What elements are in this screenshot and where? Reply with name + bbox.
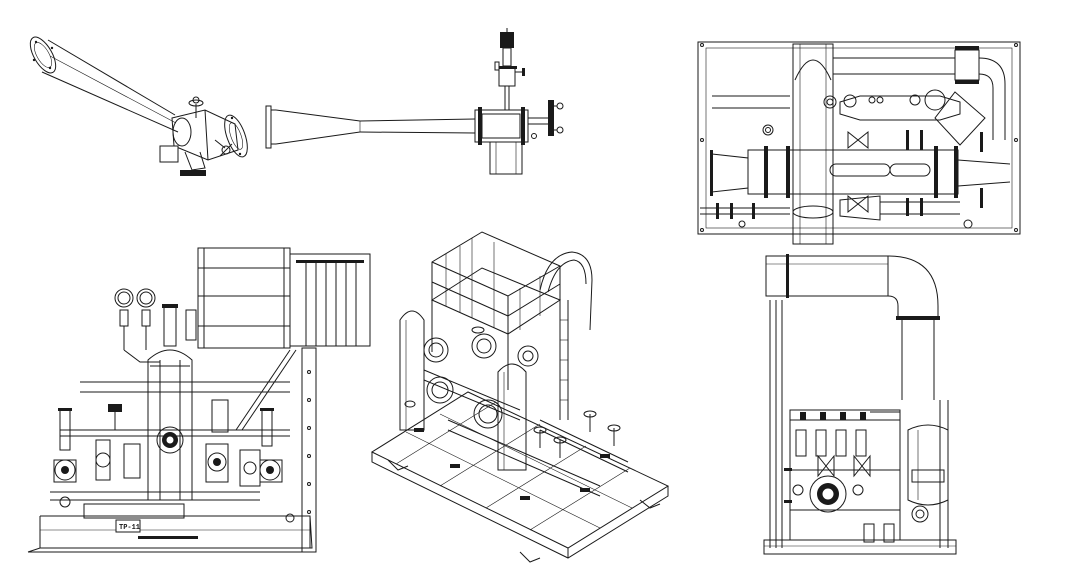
support-saddle — [159, 145, 206, 176]
gauges — [762, 95, 837, 136]
skid-frame — [697, 41, 1021, 235]
right-valve-stack — [205, 399, 295, 523]
relief-valve — [494, 28, 525, 110]
flange-bolts — [414, 428, 610, 500]
equipment-tag: TP-11 — [119, 524, 140, 532]
iso-diffuser-view — [29, 36, 248, 176]
flanged-vessel — [792, 475, 864, 513]
valve-manifold — [789, 409, 901, 541]
inlet-flange — [265, 105, 276, 149]
side-connection — [528, 100, 564, 139]
valve-handles — [847, 96, 884, 214]
side-pipes — [784, 411, 900, 543]
side-elevation-view — [763, 254, 957, 555]
gauges — [114, 288, 160, 363]
frame-bolts — [700, 43, 1018, 232]
inlet-diffuser — [710, 150, 1011, 196]
diffuser-body — [171, 96, 239, 161]
lower-branch — [700, 195, 973, 229]
platform-with-railing — [430, 231, 562, 390]
vertical-vessel — [147, 304, 197, 501]
front-elevation-view: TP-11 — [27, 247, 371, 553]
reducer-tee — [839, 89, 986, 146]
upper-branch — [712, 46, 1006, 140]
main-header-pipe — [747, 146, 959, 198]
caged-ladder — [539, 251, 593, 420]
support-column — [769, 300, 949, 548]
flanged-manifold — [423, 333, 629, 497]
outlet-flange — [224, 114, 248, 158]
left-valve-stack — [53, 404, 141, 508]
diffuser-body — [474, 107, 529, 175]
inlet-flange — [29, 36, 57, 74]
vertical-vessel — [792, 43, 834, 245]
valve-handwheels — [404, 326, 621, 458]
drain-valve — [214, 139, 233, 157]
base-frame — [27, 515, 313, 553]
horizontal-piping — [50, 381, 290, 519]
exhaust-pipe — [765, 254, 940, 400]
side-diffuser-view — [265, 28, 564, 175]
platform-with-railing — [197, 247, 371, 553]
vertical-separator — [907, 424, 949, 523]
base-skid — [763, 539, 957, 555]
plan-view — [697, 41, 1021, 245]
skid-isometric-view — [370, 231, 670, 563]
equipment-tag-plate: TP-11 — [115, 519, 141, 533]
base-skid — [370, 391, 670, 563]
flange-pairs — [906, 130, 983, 216]
diffuser-cone — [41, 39, 179, 133]
diffuser-cone — [275, 109, 476, 145]
